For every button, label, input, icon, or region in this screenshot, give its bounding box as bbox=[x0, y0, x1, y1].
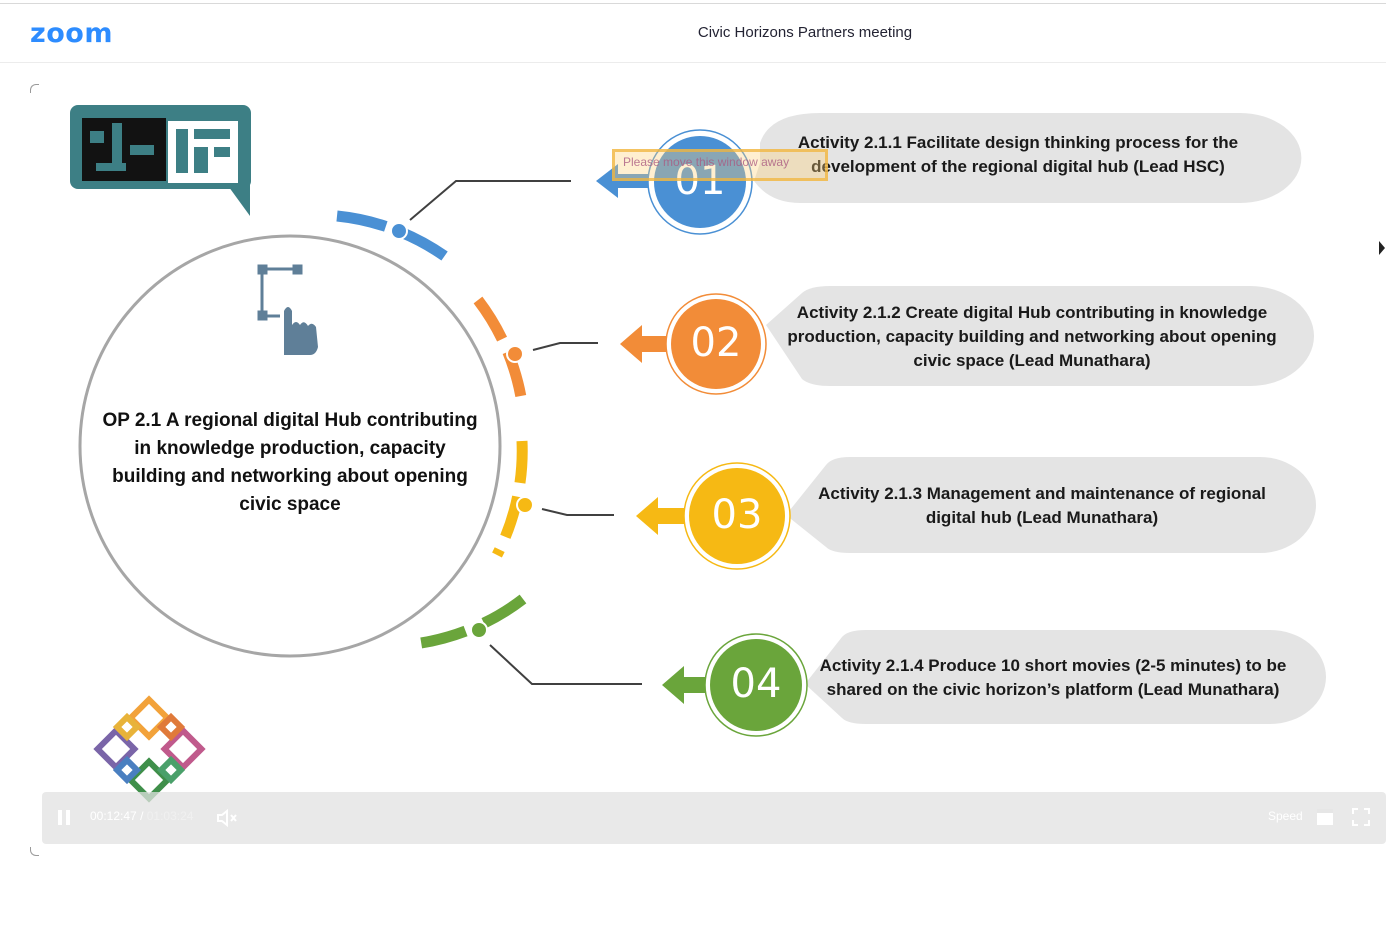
diamond-logo bbox=[93, 695, 206, 803]
activity-number-4: 04 bbox=[730, 661, 782, 707]
volume-icon[interactable] bbox=[216, 808, 238, 828]
overlay-warning: Please move this window away bbox=[612, 149, 828, 181]
slide-graphics bbox=[70, 105, 1326, 803]
playback-time: 00:12:47 / 01:03:24 bbox=[90, 809, 193, 823]
viewport-corner bbox=[30, 84, 39, 93]
meeting-title: Civic Horizons Partners meeting bbox=[697, 24, 913, 41]
activity-number-3: 03 bbox=[711, 492, 763, 538]
activity-number-2: 02 bbox=[690, 320, 742, 366]
fullscreen-icon[interactable] bbox=[1352, 808, 1370, 826]
activity-text-3: Activity 2.1.3 Management and maintenanc… bbox=[818, 484, 1266, 527]
overlay-warning-text: Please move this window away bbox=[623, 155, 790, 169]
scroll-right-arrow-icon[interactable] bbox=[1379, 241, 1385, 255]
top-border bbox=[0, 3, 1386, 4]
activity-text-1: Activity 2.1.1 Facilitate design thinkin… bbox=[797, 133, 1239, 176]
activity-text-4: Activity 2.1.4 Produce 10 short movies (… bbox=[819, 656, 1287, 699]
zoom-logo: zoom bbox=[30, 18, 113, 49]
organization-logo bbox=[70, 105, 251, 216]
activity-number-1: 01 bbox=[674, 158, 726, 204]
speed-button[interactable]: Speed bbox=[1268, 809, 1303, 823]
duration: 01:03:24 bbox=[146, 809, 194, 823]
window-icon[interactable] bbox=[1316, 808, 1334, 826]
center-circle bbox=[78, 234, 502, 658]
current-time: 00:12:47 bbox=[90, 809, 137, 823]
time-separator: / bbox=[140, 809, 144, 823]
hand-pointer-icon bbox=[257, 264, 318, 355]
window-header: zoom Civic Horizons Partners meeting bbox=[0, 4, 1386, 63]
viewport-corner bbox=[30, 847, 39, 856]
pause-icon[interactable] bbox=[58, 810, 70, 825]
activity-text-2: Activity 2.1.2 Create digital Hub contri… bbox=[787, 303, 1277, 370]
playback-control-bar: 00:12:47 / 01:03:24 Speed bbox=[42, 792, 1386, 844]
shared-screen-slide: 01 02 03 04 Activity 2.1.1 Facilitate de… bbox=[0, 63, 1386, 858]
center-title: OP 2.1 A regional digital Hub contributi… bbox=[102, 410, 478, 515]
